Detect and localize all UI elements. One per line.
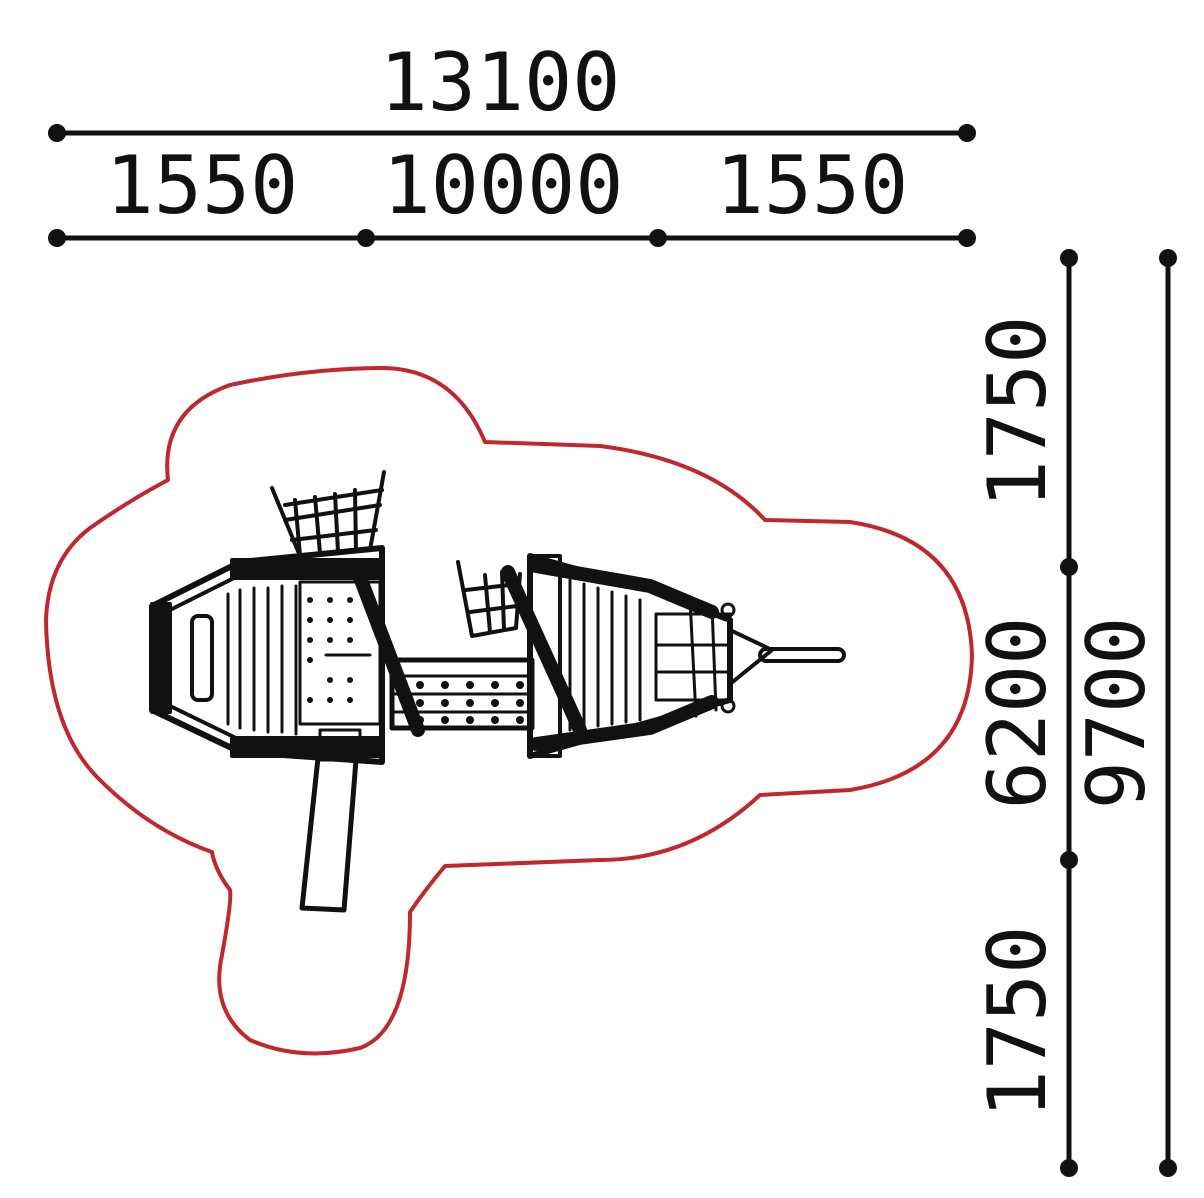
overall-width-label: 13100 <box>380 36 621 129</box>
climbing-net <box>270 470 386 558</box>
segment-width-dimension: 1550 10000 1550 <box>48 139 976 247</box>
overall-depth-label: 9700 <box>1070 617 1163 810</box>
overall-width-dimension: 13100 <box>48 36 976 142</box>
left-clearance-label: 1550 <box>106 139 299 232</box>
safety-zone-outline <box>44 366 974 1056</box>
pirate-ship-equipment <box>149 470 846 913</box>
slide <box>299 728 362 913</box>
segment-depth-dimension: 1750 6200 1750 <box>971 249 1078 1177</box>
equipment-depth-label: 6200 <box>971 617 1064 810</box>
right-clearance-label: 1550 <box>716 139 909 232</box>
mid-climbing-net <box>456 560 522 638</box>
equipment-width-label: 10000 <box>383 139 624 232</box>
bow-section <box>527 553 736 759</box>
bridge <box>351 565 587 737</box>
bottom-clearance-label: 1750 <box>971 926 1064 1119</box>
bowsprit <box>728 628 846 686</box>
overall-depth-dimension: 9700 <box>1070 249 1177 1177</box>
top-clearance-label: 1750 <box>971 316 1064 509</box>
stern-section <box>149 545 385 765</box>
